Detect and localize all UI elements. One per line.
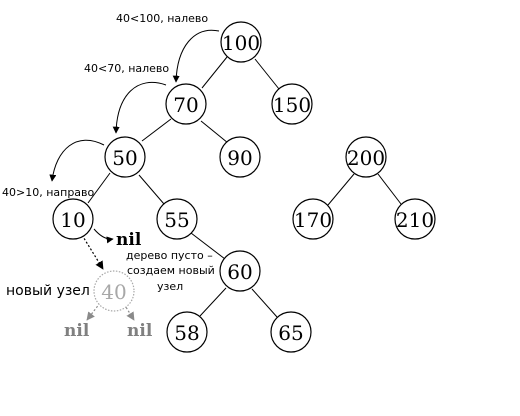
annotation-compare-70: 40<70, налево [84,62,169,75]
node-150: 150 [271,83,313,125]
arrow-10-to-40 [81,234,104,270]
node-170: 170 [292,198,334,240]
edge-100-70 [201,56,228,89]
node-210: 210 [394,198,436,240]
node-70: 70 [165,83,207,125]
arrow-10-to-nil [93,228,114,244]
node-90: 90 [219,136,261,178]
node-100: 100 [220,21,262,63]
node-10-label: 10 [60,208,85,232]
node-58: 58 [166,311,208,353]
node-50: 50 [104,136,146,178]
edge-200-170 [327,173,355,206]
arrow-100-to-70 [172,29,220,83]
edge-200-210 [377,173,402,205]
nil-right-of-10: nil [116,230,142,250]
annotation-empty-line2: создаем новый [127,264,215,277]
node-55-label: 55 [164,208,189,232]
node-60: 60 [219,250,261,292]
node-10: 10 [52,198,94,240]
node-55: 55 [156,198,198,240]
tree-nodes: 100 70 150 50 90 200 10 55 [52,21,436,353]
node-90-label: 90 [227,146,252,170]
arrow-50-to-10 [49,139,105,182]
nil-labels: nil nil nil [64,230,153,341]
node-200: 200 [345,136,387,178]
edge-60-58 [199,287,227,317]
annotation-empty-line3: узел [157,280,183,293]
nil-left-of-40: nil [64,321,90,341]
edge-60-65 [251,288,278,318]
edge-55-60 [190,232,226,260]
node-150-label: 150 [273,93,311,117]
annotation-compare-10: 40>10, направо [2,186,95,199]
node-170-label: 170 [294,208,332,232]
annotations: 40<100, налево 40<70, налево 40>10, напр… [2,12,215,299]
tree-edges [87,56,402,318]
arrow-40-to-right-nil [123,303,135,321]
edge-50-10 [87,172,111,204]
arrow-70-to-50 [112,82,167,134]
annotation-empty-line1: дерево пусто – [126,249,213,262]
edge-70-50 [141,118,172,142]
annotation-new-node: новый узел [6,283,90,299]
arrow-40-to-left-nil [86,302,101,321]
node-58-label: 58 [174,321,199,345]
node-40-new: 40 [93,270,135,312]
node-50-label: 50 [112,146,137,170]
new-node-arrows [81,234,135,321]
node-100-label: 100 [222,31,260,55]
node-40-label: 40 [101,280,126,304]
node-65: 65 [270,311,312,353]
nil-right-of-40: nil [127,321,153,341]
edge-50-55 [138,174,165,205]
node-60-label: 60 [227,260,252,284]
traversal-arrows [49,29,220,244]
node-65-label: 65 [278,321,303,345]
edge-100-150 [254,58,280,90]
node-70-label: 70 [173,93,198,117]
node-210-label: 210 [396,208,434,232]
node-200-label: 200 [347,146,385,170]
annotation-compare-100: 40<100, налево [116,12,208,25]
edge-70-90 [200,120,229,144]
